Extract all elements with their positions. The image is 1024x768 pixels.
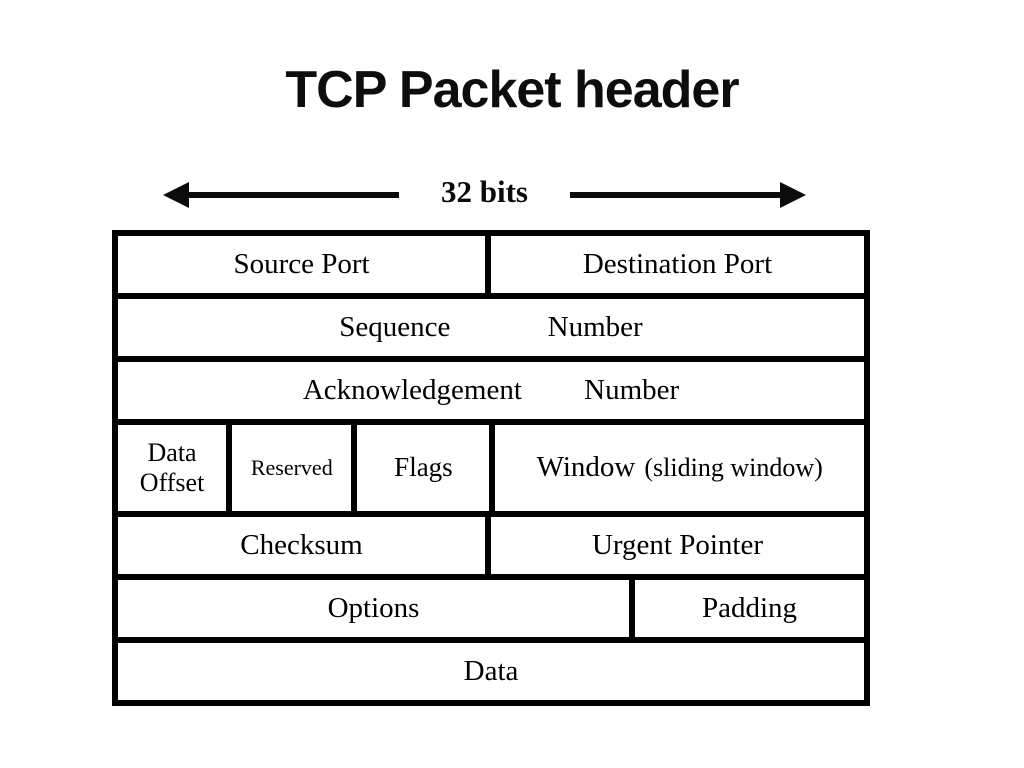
field-label: Reserved <box>250 455 333 481</box>
field-label: Data Offset <box>139 438 205 497</box>
field-data-offset: Data Offset <box>118 425 233 511</box>
row-ports: Source Port Destination Port <box>118 236 864 299</box>
field-label: Acknowledgement Number <box>302 373 680 406</box>
field-options: Options <box>118 580 635 637</box>
field-data: Data <box>118 643 864 700</box>
page-title: TCP Packet header <box>285 61 739 119</box>
bits-label: 32 bits <box>441 174 528 209</box>
field-urgent-pointer: Urgent Pointer <box>491 517 864 574</box>
field-acknowledgement-number: Acknowledgement Number <box>118 362 864 419</box>
row-offset-flags-window: Data Offset Reserved Flags Window (slidi… <box>118 425 864 517</box>
arrow-line-right <box>570 192 782 198</box>
field-label: Checksum <box>240 528 363 561</box>
field-label: Window <box>536 451 636 484</box>
field-checksum: Checksum <box>118 517 491 574</box>
arrowhead-left-icon <box>163 182 189 208</box>
field-sequence-number: Sequence Number <box>118 299 864 356</box>
row-checksum-urgent: Checksum Urgent Pointer <box>118 517 864 580</box>
field-label: Options <box>327 591 420 624</box>
field-sublabel: (sliding window) <box>644 453 823 483</box>
row-options-padding: Options Padding <box>118 580 864 643</box>
field-destination-port: Destination Port <box>491 236 864 293</box>
row-acknowledgement-number: Acknowledgement Number <box>118 362 864 425</box>
bits-scale: 32 bits <box>163 172 806 218</box>
field-label: Destination Port <box>582 247 773 280</box>
field-label: Source Port <box>233 247 370 280</box>
field-reserved: Reserved <box>232 425 358 511</box>
field-window: Window (sliding window) <box>495 425 864 511</box>
row-data: Data <box>118 643 864 700</box>
field-padding: Padding <box>635 580 864 637</box>
row-sequence-number: Sequence Number <box>118 299 864 362</box>
field-label: Urgent Pointer <box>591 528 764 561</box>
arrowhead-right-icon <box>780 182 806 208</box>
field-source-port: Source Port <box>118 236 491 293</box>
field-label: Padding <box>701 591 798 624</box>
field-label: Flags <box>394 452 453 483</box>
field-flags: Flags <box>357 425 496 511</box>
tcp-header-table: Source Port Destination Port Sequence Nu… <box>112 230 870 706</box>
arrow-line-left <box>187 192 399 198</box>
field-label: Sequence Number <box>339 310 643 343</box>
field-label: Data <box>463 654 519 687</box>
